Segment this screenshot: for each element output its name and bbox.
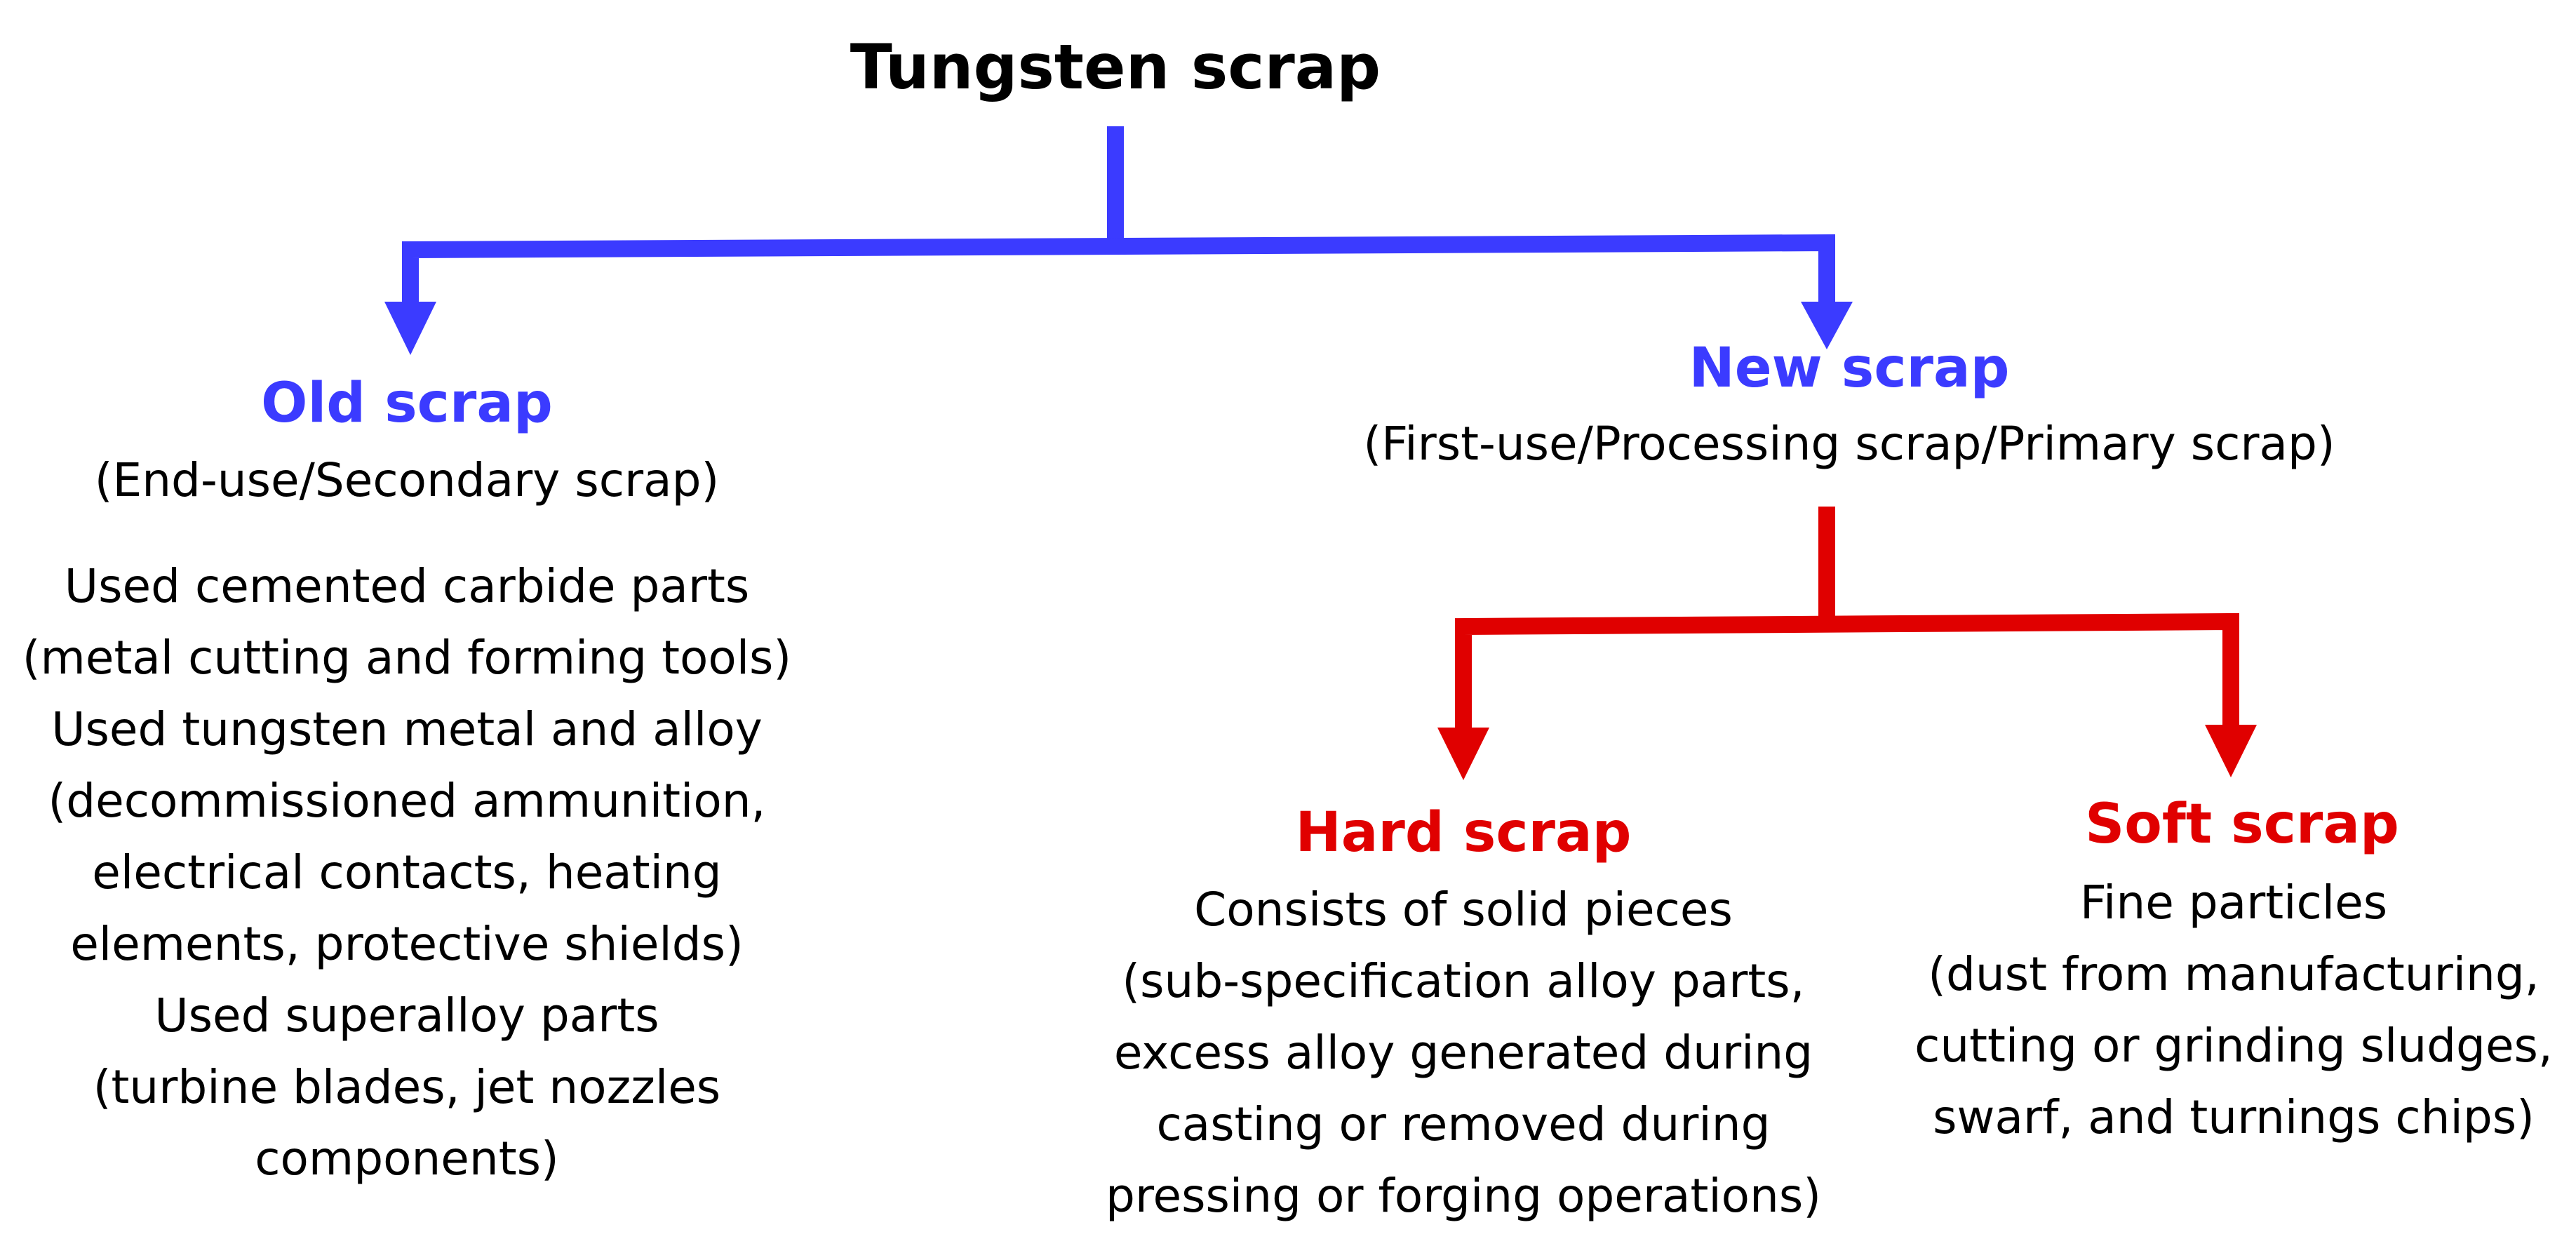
- old-scrap-subtitle: (End-use/Secondary scrap): [94, 453, 720, 507]
- old-scrap-description-line: (metal cutting and forming tools): [22, 631, 792, 685]
- old-scrap-description-line: (decommissioned ammunition,: [48, 774, 766, 828]
- old-scrap-description-line: electrical contacts, heating: [92, 845, 722, 899]
- old-scrap-description-line: Used superalloy parts: [154, 989, 659, 1043]
- soft-scrap-description-line: (dust from manufacturing,: [1928, 947, 2540, 1001]
- root-title: Tungsten scrap: [850, 31, 1381, 103]
- soft-scrap-title: Soft scrap: [2085, 793, 2399, 856]
- soft-scrap-arrow-icon: [2205, 725, 2257, 777]
- hard-scrap-description: Consists of solid pieces (sub-specificat…: [1078, 874, 1849, 1232]
- old-scrap-description: Used cemented carbide parts (metal cutti…: [0, 551, 814, 1195]
- soft-scrap-description: Fine particles (dust from manufacturing,…: [1891, 867, 2576, 1153]
- hard-scrap-description-line: Consists of solid pieces: [1194, 883, 1733, 937]
- red-connector: [1437, 507, 2257, 780]
- old-scrap-description-line: components): [255, 1132, 559, 1186]
- blue-connector: [384, 126, 1853, 355]
- old-scrap-arrow-icon: [384, 302, 436, 355]
- old-scrap-description-line: (turbine blades, jet nozzles: [93, 1060, 721, 1114]
- hard-scrap-description-line: excess alloy generated during: [1113, 1026, 1813, 1080]
- old-scrap-description-line: Used tungsten metal and alloy: [51, 702, 763, 756]
- old-scrap-description-line: Used cemented carbide parts: [64, 559, 750, 613]
- hard-scrap-description-line: pressing or forging operations): [1105, 1169, 1822, 1223]
- old-scrap-description-line: elements, protective shields): [70, 917, 744, 971]
- new-scrap-subtitle: (First-use/Processing scrap/Primary scra…: [1363, 417, 2335, 471]
- old-scrap-title: Old scrap: [261, 372, 553, 435]
- hard-scrap-arrow-icon: [1437, 728, 1489, 780]
- new-scrap-arrow-icon: [1801, 302, 1853, 349]
- hard-scrap-title: Hard scrap: [1295, 801, 1632, 864]
- new-scrap-title: New scrap: [1689, 337, 2010, 400]
- root-branch-line: [402, 234, 1835, 307]
- hard-scrap-description-line: casting or removed during: [1156, 1097, 1771, 1151]
- new-scrap-branch-line: [1455, 612, 2239, 732]
- soft-scrap-description-line: swarf, and turnings chips): [1933, 1090, 2535, 1144]
- soft-scrap-description-line: Fine particles: [2079, 876, 2388, 930]
- hard-scrap-description-line: (sub-specification alloy parts,: [1122, 954, 1805, 1008]
- soft-scrap-description-line: cutting or grinding sludges,: [1914, 1019, 2553, 1073]
